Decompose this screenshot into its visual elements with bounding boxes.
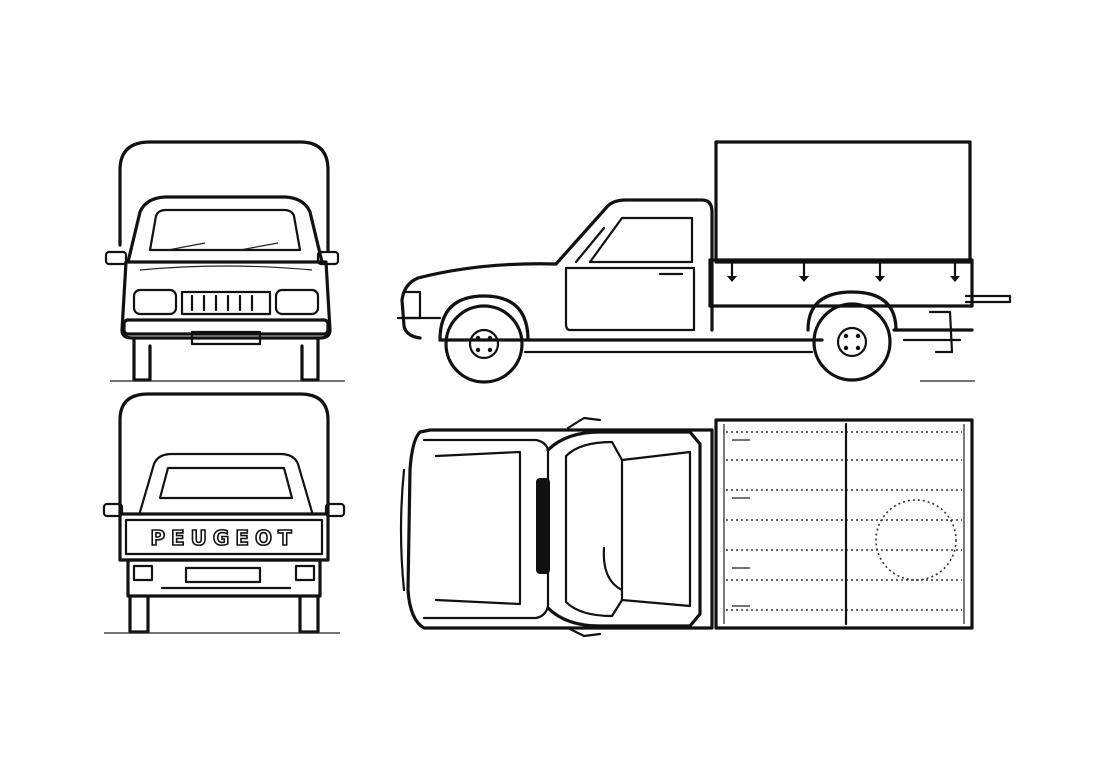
top-view xyxy=(399,416,974,638)
rear-badge-text: PEUGEOT xyxy=(150,526,297,550)
side-view xyxy=(396,140,1012,384)
front-view xyxy=(104,140,345,382)
rear-view: PEUGEOT xyxy=(102,392,346,634)
